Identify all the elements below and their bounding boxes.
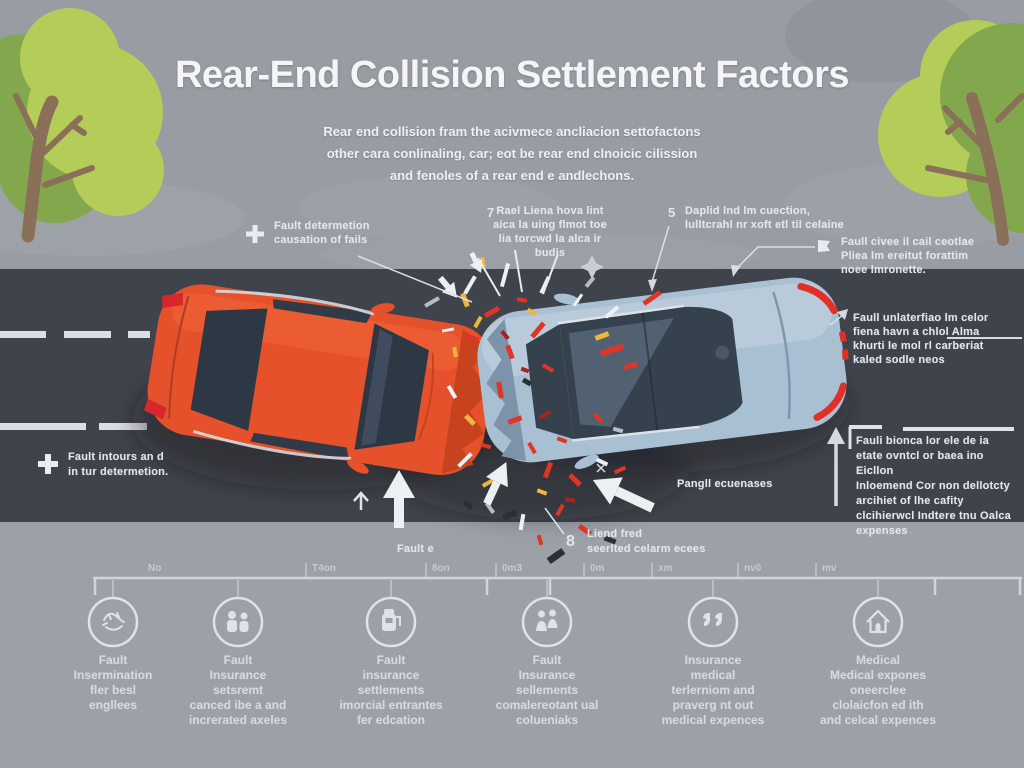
annotation-road-center: Fault e — [397, 543, 434, 555]
annotation-road-eight: Liend fred seerlted celarm ecees — [587, 528, 706, 555]
timeline — [93, 563, 1022, 597]
impact-star-icon — [580, 255, 604, 279]
quotes-icon — [687, 596, 739, 648]
two-figures-icon — [521, 596, 573, 648]
annotation-marker: 8 — [566, 533, 575, 550]
subtitle: Rear end collision fram the acivmece anc… — [0, 121, 1024, 187]
timeline-label: 8on — [432, 563, 450, 574]
factor-column: Fault insurance settlements imorcial ent… — [316, 595, 466, 728]
left-tree-icon — [0, 8, 164, 243]
right-tree-icon — [878, 20, 1024, 246]
factor-column: Fault Insurance sellements comalereotant… — [472, 595, 622, 728]
annotation-road-right: Pangll ecuenases — [677, 478, 773, 490]
subtitle-line: other cara conlinaling, car; eot be rear… — [326, 146, 698, 161]
x-mark-icon — [596, 463, 606, 473]
subtitle-line: and fenoles of a rear end e andlechons. — [389, 168, 635, 183]
timeline-label: 0m — [590, 563, 605, 574]
annotation-top-left: Fault determetion causation of fails — [274, 220, 370, 246]
timeline-label: nv0 — [744, 563, 762, 574]
annotation-top-mid: Rael Liena hova lint aica la uing flmot … — [493, 205, 607, 259]
annotation-right-mid: Faull unlaterfiao lm celor fiena havn a … — [853, 312, 989, 366]
house-icon — [852, 596, 904, 648]
plus-icon — [246, 225, 264, 243]
people-icon — [212, 596, 264, 648]
decorative-arrows — [353, 251, 655, 535]
factor-column: Medical Medical expones oneerclee clolai… — [803, 595, 953, 728]
timeline-label: mv — [822, 563, 837, 574]
leader-lines — [357, 225, 1022, 506]
annotation-right-bottom: Fauli bionca lor ele de ia etate ovntcl … — [856, 435, 1011, 537]
timeline-label: T4on — [312, 563, 336, 574]
timeline-label: 0m3 — [502, 563, 523, 574]
outline-up-arrow-icon — [353, 491, 369, 510]
factor-column: Fault Insermination fler besl engllees — [38, 595, 188, 713]
orange-car — [144, 284, 495, 476]
factor-column: Fault Insurance setsremt canced ibe a an… — [163, 595, 313, 728]
gas-pump-icon — [365, 596, 417, 648]
annotation-marker: 5 — [668, 205, 676, 220]
annotation-marker: 7 — [487, 205, 495, 220]
lane-dashes — [0, 331, 150, 430]
flag-icon — [818, 240, 830, 252]
annotation-top-right: Daplid lnd lm cuection, lulltcrahl nr xo… — [685, 205, 845, 231]
annotation-right-flag: Faull civee il cail ceotlae Pliea lm ere… — [841, 236, 975, 276]
factor-column: Insurance medical terlerniom and praverg… — [638, 595, 788, 728]
blue-car — [477, 277, 849, 469]
subtitle-line: Rear end collision fram the acivmece anc… — [323, 124, 701, 139]
annotation-road-left: Fault intours an d in tur determetion. — [68, 451, 169, 478]
timeline-label: xm — [658, 563, 673, 574]
plus-icon — [38, 454, 58, 474]
timeline-label: No — [148, 563, 162, 574]
page-title: Rear-End Collision Settlement Factors — [174, 54, 850, 96]
scribble-face-icon — [87, 596, 139, 648]
